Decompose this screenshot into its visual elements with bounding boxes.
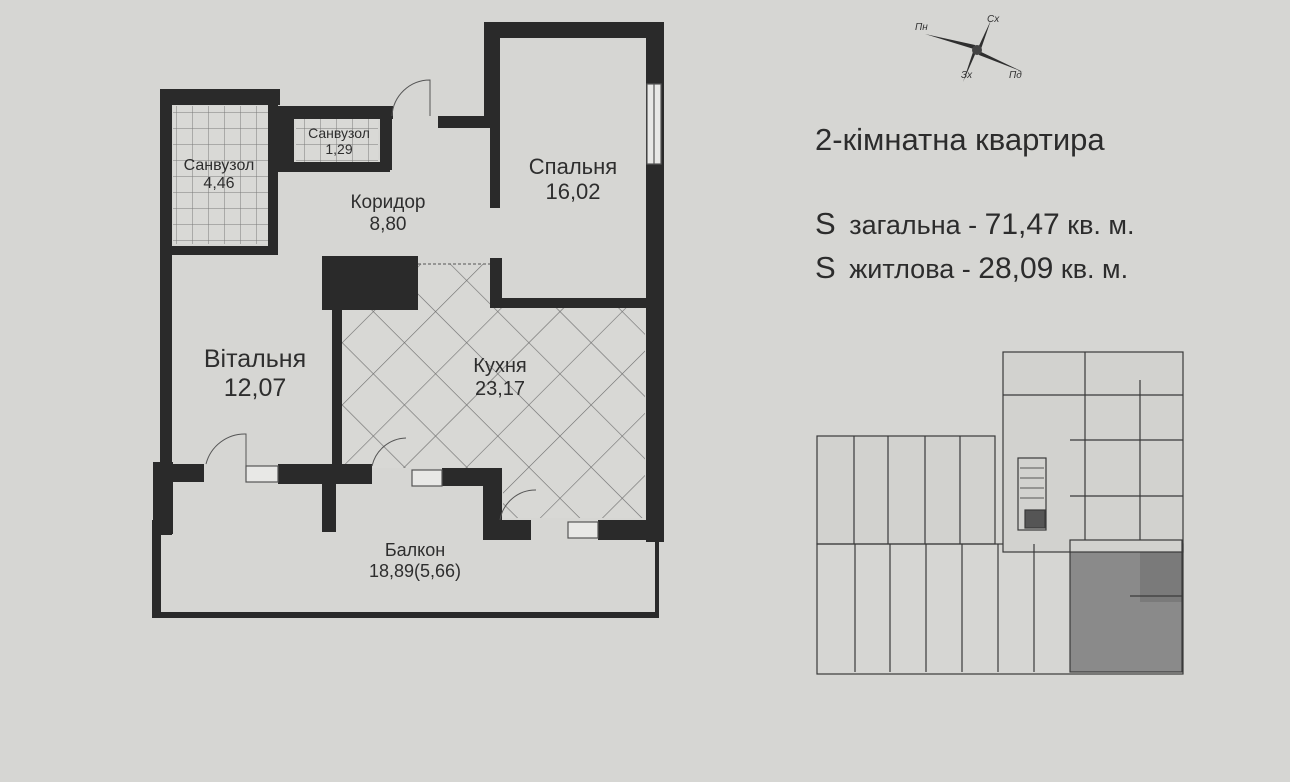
area-dash: - (961, 254, 971, 284)
room-area: 12,07 (223, 373, 287, 402)
room-area: 16,02 (545, 179, 601, 205)
room-bedroom: Спальня 16,02 (500, 154, 646, 205)
kitchen-floor (341, 264, 645, 518)
bathroom-large-floor (173, 106, 268, 244)
room-area: 8,80 (369, 213, 407, 235)
compass-south: Пд (1009, 70, 1022, 81)
room-name: Коридор (350, 192, 426, 213)
compass-rose: Пн Сх Пд Зх (905, 12, 1025, 90)
room-kitchen: Кухня 23,17 (440, 355, 560, 401)
room-area: 23,17 (474, 378, 526, 400)
area-prefix: S (815, 206, 836, 241)
building-plan (816, 351, 1184, 675)
room-name: Кухня (473, 355, 527, 377)
area-unit: кв. м. (1060, 254, 1129, 284)
living-area: S житлова - 28,09 кв. м. (815, 250, 1128, 286)
apartment-title: 2-кімнатна квартира (815, 122, 1105, 157)
room-area: 4,46 (203, 175, 235, 193)
compass-north: Пн (915, 22, 928, 33)
room-name: Санвузол (308, 125, 370, 141)
compass-star-icon (925, 20, 1023, 82)
area-unit: кв. м. (1067, 210, 1135, 240)
area-dash: - (968, 210, 978, 240)
room-name: Спальня (528, 154, 618, 179)
room-bathroom-large: Санвузол 4,46 (168, 157, 270, 194)
windows (245, 83, 662, 539)
room-name: Санвузол (183, 157, 255, 174)
area-label: житлова (849, 254, 955, 284)
room-living: Вітальня 12,07 (180, 345, 330, 403)
room-bathroom-small: Санвузол 1,29 (294, 125, 384, 157)
compass-west: Зх (961, 70, 973, 81)
compass-east: Сх (987, 14, 1000, 25)
doors (205, 79, 537, 521)
area-value: 28,09 (978, 252, 1054, 285)
room-name: Балкон (384, 540, 446, 560)
bathroom-small-floor (296, 117, 378, 164)
total-area: S загальна - 71,47 кв. м. (815, 206, 1134, 242)
area-label: загальна (849, 210, 961, 240)
room-name: Вітальня (203, 345, 307, 373)
room-corridor: Коридор 8,80 (328, 192, 448, 236)
area-value: 71,47 (984, 208, 1060, 241)
room-balcony: Балкон 18,89(5,66) (330, 540, 500, 581)
room-area: 18,89(5,66) (368, 560, 462, 581)
area-prefix: S (815, 250, 836, 285)
room-area: 1,29 (325, 141, 353, 158)
